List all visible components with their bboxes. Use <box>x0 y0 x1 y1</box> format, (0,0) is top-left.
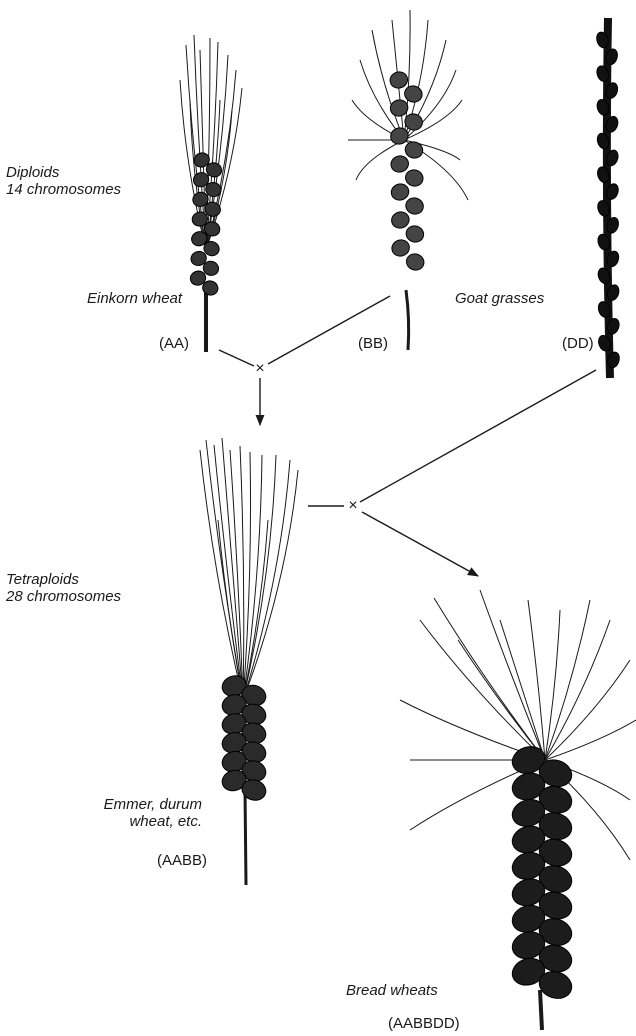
bb-spikelet <box>403 140 425 161</box>
bb-spikelet <box>389 182 411 203</box>
bread-wheat-spike-illustration <box>400 590 636 1030</box>
cross-symbol-1: × <box>251 360 269 377</box>
goat-grass-dd-spike-illustration <box>595 18 621 378</box>
emmer-awn <box>214 445 243 700</box>
genome-aabbdd-label: (AABBDD) <box>388 1015 460 1032</box>
tetraploids-label: Tetraploids <box>6 571 79 588</box>
bb-spikelet <box>404 196 426 217</box>
einkorn-spike-illustration <box>180 35 242 352</box>
goat-grass-bb-spike-illustration <box>348 10 468 350</box>
bread-wheats-label: Bread wheats <box>346 982 438 999</box>
goat-grasses-label: Goat grasses <box>455 290 544 307</box>
bread-awn <box>420 620 545 760</box>
bb-spikelet <box>390 238 412 259</box>
bb-spikelet <box>389 126 411 147</box>
bread-awn <box>480 590 545 760</box>
bread-awn <box>545 720 636 760</box>
emmer-label-line2: wheat, etc. <box>50 813 202 830</box>
emmer-label-line1: Emmer, durum <box>50 796 202 813</box>
bb-spikelet <box>403 84 425 105</box>
bread-awn <box>545 660 630 760</box>
genome-aa-label: (AA) <box>159 335 189 352</box>
cross-symbol-2: × <box>344 497 362 514</box>
cross-aabb-dd-connector <box>308 370 596 576</box>
bb-spikelet <box>404 252 426 273</box>
emmer-awn <box>222 438 243 700</box>
bread-awn <box>545 620 610 760</box>
emmer-awn <box>243 470 298 700</box>
genome-aabb-label: (AABB) <box>157 852 207 869</box>
einkorn-wheat-label: Einkorn wheat <box>87 290 182 307</box>
genome-bb-label: (BB) <box>358 335 388 352</box>
tetraploid-chromosome-count: 28 chromosomes <box>6 588 121 605</box>
bread-awn <box>528 600 545 760</box>
emmer-awn <box>243 452 251 700</box>
diploids-label: Diploids <box>6 164 59 181</box>
bb-spikelet <box>389 154 411 175</box>
emmer-spike-illustration <box>200 438 298 885</box>
cross-aa-bb-connector <box>219 296 390 425</box>
diploid-chromosome-count: 14 chromosomes <box>6 181 121 198</box>
bb-spikelet <box>403 168 425 189</box>
bread-awn <box>545 600 590 760</box>
bb-spikelet <box>389 210 411 231</box>
genome-dd-label: (DD) <box>562 335 594 352</box>
bb-spikelet <box>388 70 410 91</box>
bread-awn <box>434 598 545 760</box>
bb-spikelet <box>404 224 426 245</box>
